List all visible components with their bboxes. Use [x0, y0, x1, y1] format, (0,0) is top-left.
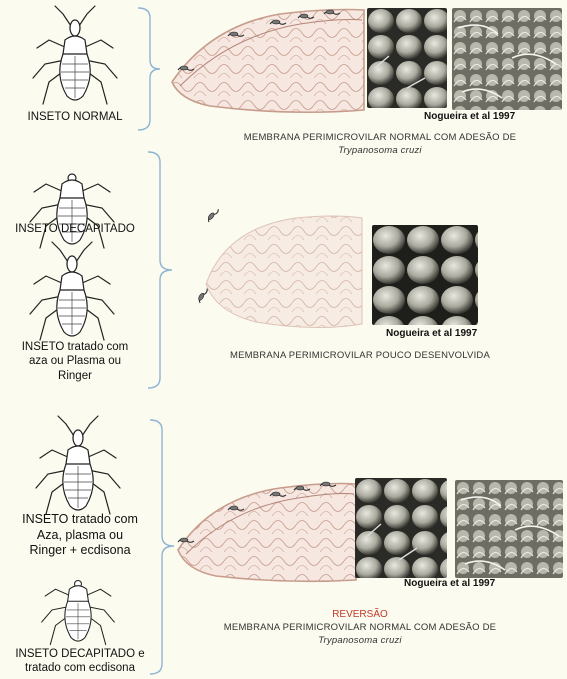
decapitated-bug-icon [22, 148, 122, 252]
sem-image-normal-1 [367, 8, 447, 108]
caption-reversal-line1: MEMBRANA PERIMICROVILAR NORMAL COM ADESÃ… [224, 622, 496, 633]
insect-decapitated-ecdysone-label: INSETO DECAPITADO e tratado com ecdisona [0, 647, 160, 676]
caption-normal: MEMBRANA PERIMICROVILAR NORMAL COM ADESÃ… [210, 132, 550, 156]
triatomine-bug-icon [28, 414, 128, 518]
sem-image-normal-2 [452, 8, 562, 110]
insect-treated-aza-label: INSETO tratado com aza ou Plasma ou Ring… [0, 340, 150, 383]
insect-treated-ecdysone-line3: Ringer + ecdisona [0, 543, 160, 559]
sem-image-reversal-1 [355, 478, 447, 578]
insect-treated-aza-line3: Ringer [0, 369, 150, 383]
gut-tissue-reversal [176, 480, 358, 584]
decapitated-bug-icon [28, 558, 128, 648]
citation-normal: Nogueira et al 1997 [424, 111, 515, 122]
insect-decapitated-ecdysone-line2: tratado com ecdisona [0, 661, 160, 675]
insect-treated-aza-line2: aza ou Plasma ou [0, 354, 150, 368]
gut-tissue-normal [170, 6, 366, 116]
insect-decapitated-label: INSETO DECAPITADO [0, 222, 150, 236]
sem-image-reversal-2 [455, 480, 563, 578]
reversal-label: REVERSÃO [200, 609, 520, 620]
insect-treated-ecdysone-line1: INSETO tratado com [0, 512, 160, 528]
caption-reversal: MEMBRANA PERIMICROVILAR NORMAL COM ADESÃ… [200, 622, 520, 646]
caption-reversal-species: Trypanosoma cruzi [200, 635, 520, 646]
insect-normal-label: INSETO NORMAL [5, 110, 145, 124]
bracket-normal [138, 6, 168, 132]
caption-normal-line1: MEMBRANA PERIMICROVILAR NORMAL COM ADESÃ… [244, 132, 516, 143]
citation-reversal: Nogueira et al 1997 [404, 578, 495, 589]
bracket-decapitated [148, 150, 180, 390]
insect-decapitated-ecdysone-line1: INSETO DECAPITADO e [0, 647, 160, 661]
caption-normal-species: Trypanosoma cruzi [210, 145, 550, 156]
insect-treated-aza-line1: INSETO tratado com [0, 340, 150, 354]
triatomine-bug-icon [22, 240, 122, 344]
gut-tissue-decapitated [196, 204, 366, 334]
caption-decapitated: MEMBRANA PERIMICROVILAR POUCO DESENVOLVI… [200, 350, 520, 361]
insect-treated-ecdysone-label: INSETO tratado com Aza, plasma ou Ringer… [0, 512, 160, 559]
sem-image-decapitated [372, 225, 478, 325]
triatomine-bug-icon [25, 4, 125, 108]
insect-treated-ecdysone-line2: Aza, plasma ou [0, 528, 160, 544]
citation-decapitated: Nogueira et al 1997 [386, 328, 477, 339]
